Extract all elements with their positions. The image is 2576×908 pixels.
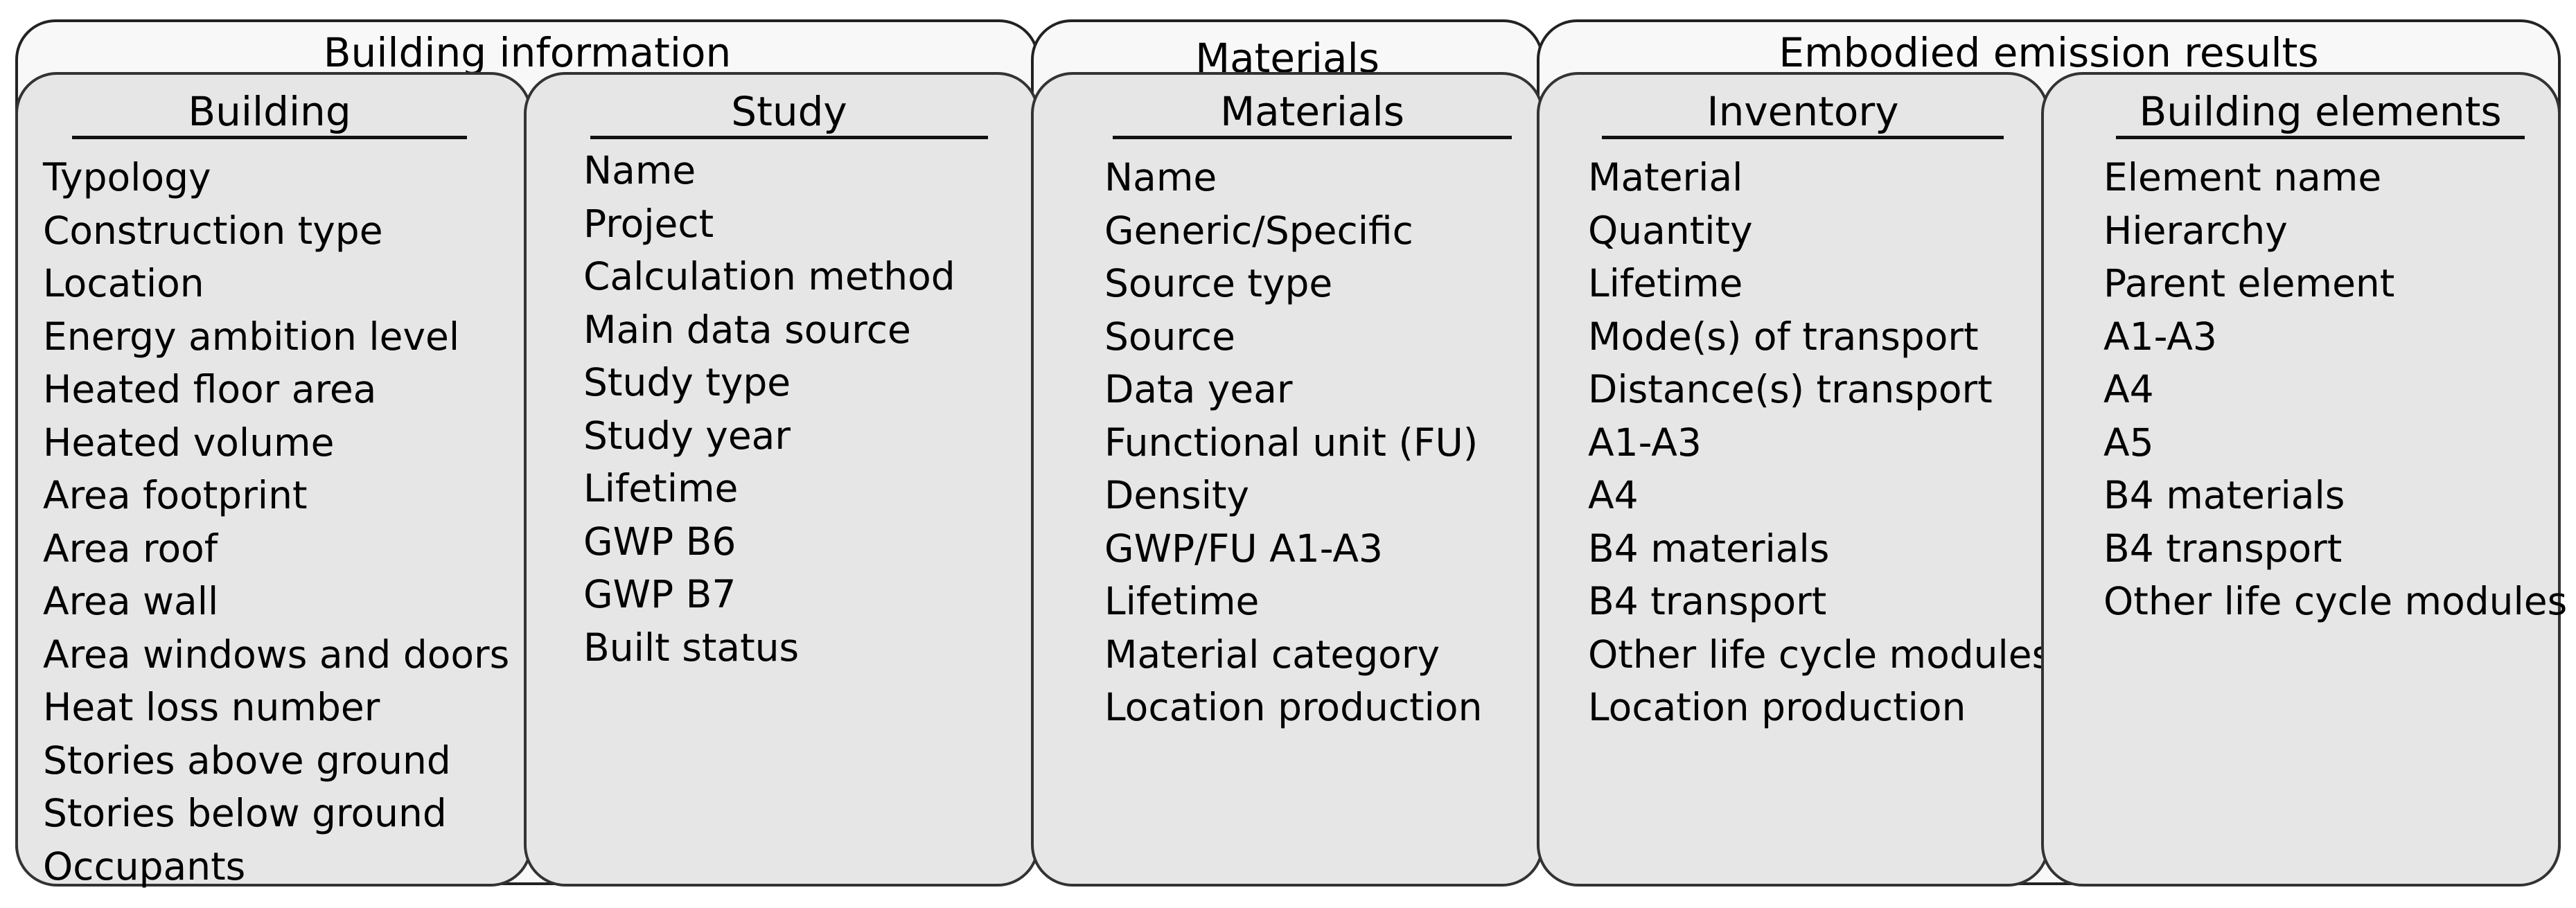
list-item: Hierarchy bbox=[2103, 208, 2288, 253]
list-item: A1-A3 bbox=[1588, 420, 1702, 465]
list-item: A5 bbox=[2103, 420, 2154, 465]
list-item: Study type bbox=[583, 360, 791, 404]
list-item: Functional unit (FU) bbox=[1104, 420, 1479, 465]
list-item: Element name bbox=[2103, 155, 2382, 199]
list-item: Lifetime bbox=[583, 466, 739, 510]
item-list: Typology Construction type Location Ener… bbox=[43, 151, 509, 893]
panel-building: Building Typology Construction type Loca… bbox=[15, 72, 532, 889]
list-item: Project bbox=[583, 201, 714, 246]
panel-building-elements: Building elements Element name Hierarchy… bbox=[2041, 72, 2567, 887]
list-item: Energy ambition level bbox=[43, 314, 460, 359]
list-item: B4 materials bbox=[1588, 526, 1830, 571]
list-item: Data year bbox=[1104, 367, 1293, 411]
panel-title: Study bbox=[590, 87, 988, 139]
list-item: Occupants bbox=[43, 844, 246, 889]
list-item: B4 materials bbox=[2103, 473, 2345, 517]
panel-materials: Materials Name Generic/Specific Source t… bbox=[1031, 72, 1544, 887]
item-list: Material Quantity Lifetime Mode(s) of tr… bbox=[1588, 151, 2052, 734]
list-item: Source type bbox=[1104, 261, 1333, 305]
panel-study: Study Name Project Calculation method Ma… bbox=[524, 72, 1039, 887]
item-list: Name Project Calculation method Main dat… bbox=[583, 144, 955, 674]
list-item: Density bbox=[1104, 473, 1250, 517]
list-item: Material bbox=[1588, 155, 1743, 199]
list-item: Stories below ground bbox=[43, 791, 447, 835]
list-item: Location production bbox=[1588, 685, 1966, 729]
list-item: Area windows and doors bbox=[43, 632, 510, 677]
list-item: Area footprint bbox=[43, 473, 308, 517]
list-item: Heat loss number bbox=[43, 685, 380, 729]
list-item: Heated volume bbox=[43, 420, 335, 465]
item-list: Name Generic/Specific Source type Source… bbox=[1104, 151, 1482, 734]
list-item: Other life cycle modules bbox=[1588, 632, 2052, 677]
panel-title: Building elements bbox=[2116, 87, 2525, 139]
list-item: Generic/Specific bbox=[1104, 208, 1413, 253]
list-item: Area wall bbox=[43, 579, 219, 623]
list-item: A4 bbox=[1588, 473, 1639, 517]
list-item: GWP/FU A1-A3 bbox=[1104, 526, 1383, 571]
item-list: Element name Hierarchy Parent element A1… bbox=[2103, 151, 2567, 628]
list-item: Parent element bbox=[2103, 261, 2395, 305]
list-item: Material category bbox=[1104, 632, 1440, 677]
list-item: Name bbox=[1104, 155, 1217, 199]
list-item: Typology bbox=[43, 155, 211, 199]
list-item: Stories above ground bbox=[43, 738, 451, 783]
panel-title: Inventory bbox=[1602, 87, 2004, 139]
list-item: Location bbox=[43, 261, 204, 305]
list-item: Distance(s) transport bbox=[1588, 367, 1993, 411]
list-item: B4 transport bbox=[1588, 579, 1827, 623]
panel-title: Materials bbox=[1113, 87, 1512, 139]
list-item: A4 bbox=[2103, 367, 2154, 411]
list-item: Other life cycle modules bbox=[2103, 579, 2568, 623]
list-item: Name bbox=[583, 148, 696, 193]
list-item: A1-A3 bbox=[2103, 314, 2217, 359]
list-item: Source bbox=[1104, 314, 1235, 359]
list-item: GWP B7 bbox=[583, 572, 736, 616]
list-item: Lifetime bbox=[1588, 261, 1743, 305]
list-item: Quantity bbox=[1588, 208, 1753, 253]
list-item: Study year bbox=[583, 413, 791, 458]
panel-title: Building bbox=[72, 87, 467, 139]
list-item: Mode(s) of transport bbox=[1588, 314, 1979, 359]
list-item: Calculation method bbox=[583, 254, 955, 299]
list-item: Heated floor area bbox=[43, 367, 377, 411]
panel-inventory: Inventory Material Quantity Lifetime Mod… bbox=[1537, 72, 2052, 887]
group-title: Embodied emission results bbox=[1779, 29, 2319, 76]
list-item: GWP B6 bbox=[583, 519, 736, 564]
list-item: Construction type bbox=[43, 208, 383, 253]
list-item: Area roof bbox=[43, 526, 218, 571]
list-item: B4 transport bbox=[2103, 526, 2343, 571]
list-item: Main data source bbox=[583, 307, 911, 352]
list-item: Built status bbox=[583, 625, 800, 670]
list-item: Location production bbox=[1104, 685, 1483, 729]
group-title: Building information bbox=[323, 29, 732, 76]
list-item: Lifetime bbox=[1104, 579, 1260, 623]
